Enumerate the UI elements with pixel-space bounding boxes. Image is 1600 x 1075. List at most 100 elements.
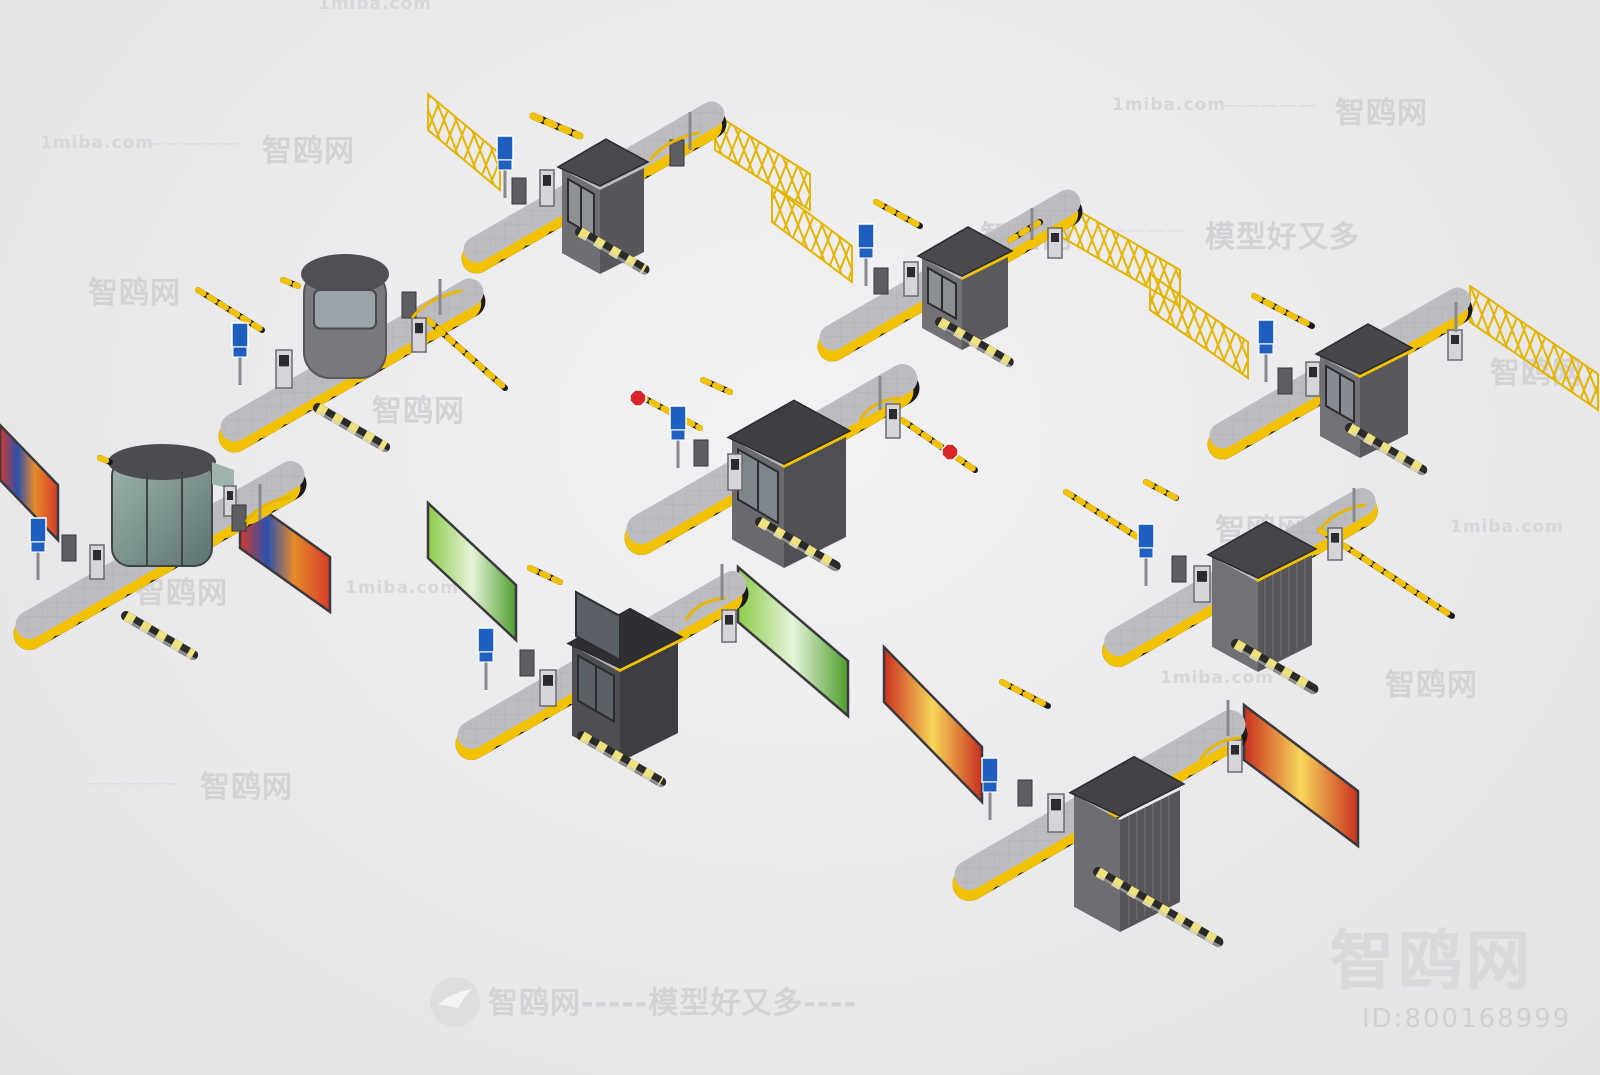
- parking-sign-lower-plate: [30, 541, 46, 553]
- ticket-machine: [1227, 739, 1243, 773]
- booth-window-grid: [575, 590, 621, 662]
- lane-marker-stripes: [579, 731, 664, 787]
- watermark-corner-brand: 智鸥网: [1330, 925, 1534, 999]
- lane-marker-1: [575, 227, 650, 276]
- parking-sign-lower-plate: [858, 247, 874, 259]
- ticket-machine-screen: [1051, 799, 1061, 811]
- green-gate-banner-left: [426, 500, 518, 643]
- barrier-arm-stub-yellow: [527, 565, 563, 585]
- lane-marker-4: [755, 517, 841, 573]
- barrier-gate-box: [231, 504, 247, 532]
- ticket-machine-screen: [543, 675, 553, 686]
- barrier-arm-stub-yellow: [999, 679, 1051, 709]
- booth-front-wall: [1212, 556, 1258, 672]
- booth-roof: [1206, 520, 1318, 579]
- watermark-brand-right-low: 智鸥网: [1385, 668, 1478, 703]
- barrier-gate-box: [669, 139, 685, 167]
- yellow-handrail: [858, 396, 901, 421]
- yellow-fence-right: [714, 112, 811, 212]
- parking-sign-icon: [496, 135, 514, 161]
- watermark-brand-left-mid: 智鸥网: [88, 276, 181, 311]
- parking-sign-icon: [981, 757, 999, 783]
- parking-sign-lower-plate: [497, 159, 513, 171]
- ticket-machine-screen: [725, 615, 733, 625]
- red-gate-banner-left: [882, 643, 984, 806]
- barrier-arm-right-yellow: [425, 317, 508, 391]
- ticket-machine-screen: [415, 323, 423, 334]
- stripe-gate-banner-left: [0, 423, 60, 544]
- ticket-machine-screen: [93, 550, 101, 561]
- lane-marker-shadow: [319, 411, 388, 454]
- parking-sign-lower-plate: [670, 429, 686, 441]
- barrier-arm-right-yellow: [1007, 219, 1043, 243]
- booth-side-wall: [784, 437, 846, 568]
- toll-station-left-lower: [0, 423, 332, 650]
- parking-sign-icon: [477, 627, 495, 653]
- watermark-dash-low: —————: [85, 773, 180, 794]
- lane-marker-7: [1345, 423, 1428, 477]
- lane-marker-2: [313, 403, 391, 454]
- parking-sign-lower-plate: [1138, 547, 1154, 559]
- toll-station-lower-center: [426, 500, 850, 762]
- yellow-handrail: [648, 131, 701, 161]
- parking-sign-lower-plate: [232, 346, 248, 358]
- lane-marker-stripes: [1347, 423, 1425, 475]
- booth-grille-panel: [1262, 557, 1308, 668]
- lane-marker-shadow: [1099, 875, 1222, 949]
- ticket-machine-screen: [1231, 745, 1239, 755]
- parking-sign-lower-plate: [982, 781, 998, 793]
- barrier-gate-box: [1017, 779, 1033, 807]
- booth-roof: [556, 138, 650, 187]
- booth-front-wall: [1074, 794, 1120, 932]
- ticket-machine-screen: [279, 355, 289, 367]
- lane-marker-5: [577, 731, 667, 789]
- watermark-slogan-center: 模型好又多: [1205, 220, 1360, 255]
- lane-marker-shadow: [581, 235, 648, 276]
- glass-booth-canopy: [212, 462, 234, 490]
- lane-marker-shadow: [761, 525, 839, 573]
- toll-station-right-middle: [1063, 479, 1455, 672]
- red-gate-banner-right: [1242, 702, 1360, 849]
- barrier-arm-stub-yellow: [700, 377, 733, 395]
- parking-sign-icon: [29, 517, 47, 543]
- booth-roof: [916, 226, 1014, 277]
- toll-station-upper-right-center: [771, 184, 1181, 362]
- lane-marker-stripes: [1095, 867, 1221, 947]
- watermark-id-label: ID:800168999: [1362, 1004, 1572, 1034]
- parking-sign-icon: [857, 223, 875, 249]
- barrier-gate-box: [519, 649, 535, 677]
- watermark-brand-mid: 智鸥网: [372, 394, 465, 429]
- ticket-machine-screen: [1451, 335, 1459, 344]
- watermark-brand-low: 智鸥网: [200, 770, 293, 805]
- barrier-arm-right-yellow: [899, 417, 978, 473]
- toll-station-center: [624, 364, 978, 568]
- ticket-machine: [1047, 227, 1063, 259]
- watermark-site-right-mid: 1miba.com: [1450, 517, 1564, 537]
- ticket-machine-screen: [1051, 233, 1059, 242]
- ticket-machine-screen: [1331, 533, 1339, 543]
- yellow-handrail: [244, 495, 293, 523]
- toll-station-bottom-right: [882, 643, 1360, 932]
- yellow-fence-left: [1149, 272, 1249, 380]
- barrier-gate-box: [61, 534, 77, 562]
- watermark-site-top: 1miba.com: [318, 0, 432, 14]
- booth-side-wall: [620, 643, 678, 762]
- yellow-handrail: [410, 289, 463, 319]
- barrier-arm-stub-yellow: [1143, 479, 1179, 501]
- booth-side-wall: [962, 257, 1008, 350]
- yellow-handrail: [1318, 503, 1367, 531]
- barrier-gate-box: [1171, 555, 1187, 583]
- lane-marker-stripes: [315, 403, 388, 452]
- barrier-arm-stub-yellow: [280, 277, 301, 289]
- watermark-site-mid: 1miba.com: [345, 578, 459, 598]
- barrier-gate-box: [693, 439, 709, 467]
- yellow-fence-left: [427, 91, 501, 193]
- ticket-machine-screen: [907, 267, 915, 278]
- parking-sign-lower-plate: [478, 651, 494, 663]
- stop-sign-icon: [941, 443, 959, 461]
- ticket-machine-screen: [1197, 571, 1207, 582]
- lane-marker-stripes: [937, 317, 1012, 367]
- lane-marker-6: [935, 317, 1014, 369]
- toll-station-right-upper: [1149, 272, 1599, 460]
